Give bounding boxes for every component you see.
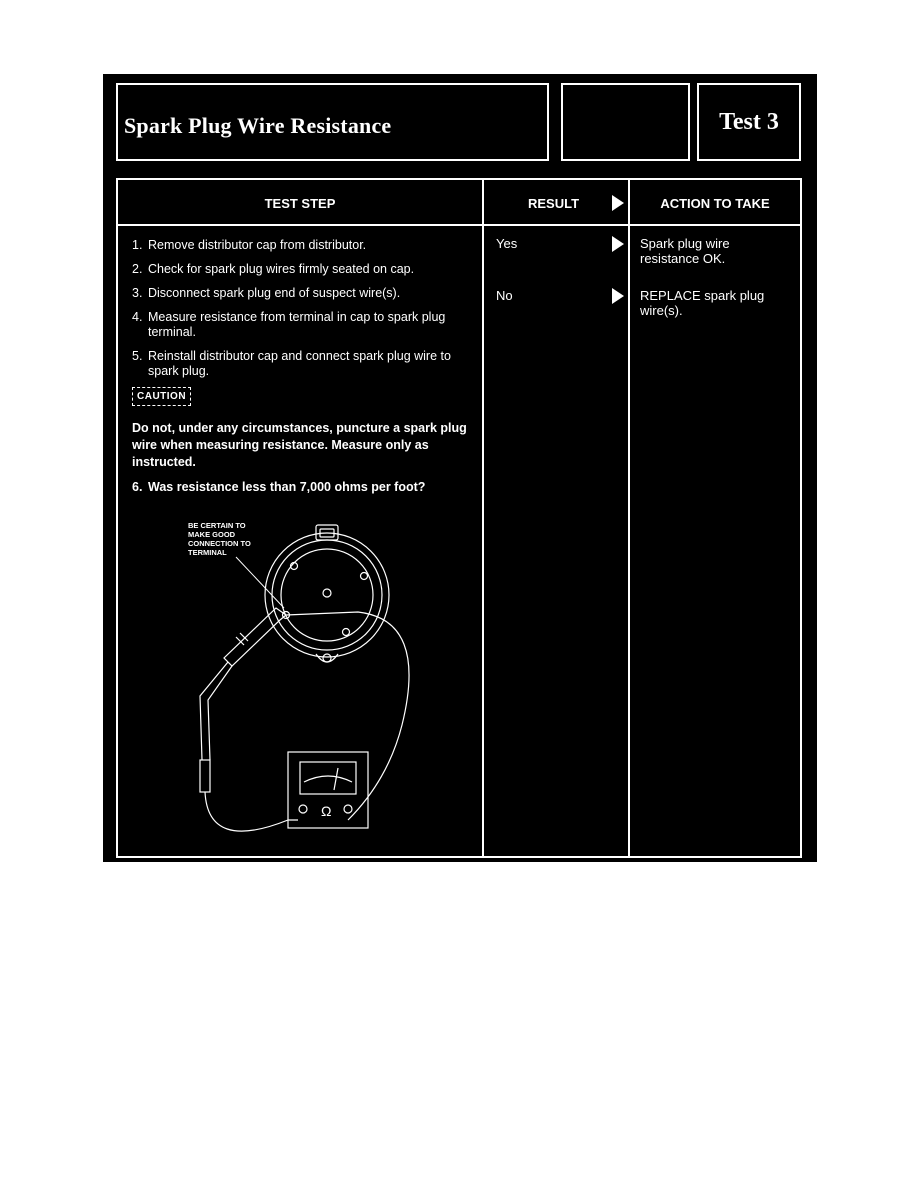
step-text: Check for spark plug wires firmly seated… <box>148 262 415 276</box>
column-header-action: ACTION TO TAKE <box>660 196 770 211</box>
diagram-note: BE CERTAIN TO MAKE GOOD CONNECTION TO TE… <box>188 521 253 557</box>
ohmmeter-diagram: BE CERTAIN TO MAKE GOOD CONNECTION TO TE… <box>188 521 410 832</box>
distributor-cap <box>264 524 390 663</box>
result-yes: Yes <box>496 236 518 251</box>
column-header-test-step: TEST STEP <box>264 196 336 211</box>
column-divider-1 <box>482 180 484 856</box>
caution-label: CAUTION <box>132 387 192 406</box>
step-text: Disconnect spark plug end of suspect wir… <box>148 286 401 300</box>
step-text: Measure resistance from terminal in cap … <box>148 310 446 339</box>
page-title: Spark Plug Wire Resistance <box>124 113 392 138</box>
step-item: 1. Remove distributor cap from distribut… <box>132 238 367 252</box>
probe-leads <box>199 607 410 832</box>
ohm-symbol: Ω <box>321 803 331 819</box>
ohmmeter: Ω <box>287 751 369 829</box>
arrow-icon <box>612 195 624 211</box>
title-box: Spark Plug Wire Resistance <box>116 83 549 161</box>
arrow-icon <box>612 236 624 252</box>
step-item: 3. Disconnect spark plug end of suspect … <box>132 286 401 300</box>
step-item: 5. Reinstall distributor cap and connect… <box>132 349 451 378</box>
test-steps: 1. Remove distributor cap from distribut… <box>132 238 472 504</box>
header-divider <box>118 224 800 226</box>
column-header-result: RESULT <box>528 196 580 211</box>
procedure-panel: Spark Plug Wire Resistance Test 3 TEST S… <box>103 74 817 862</box>
leader-line <box>235 556 285 609</box>
question-text: Was resistance less than 7,000 ohms per … <box>148 480 426 494</box>
test-number: Test 3 <box>719 109 779 135</box>
question-item: 6. Was resistance less than 7,000 ohms p… <box>132 480 426 494</box>
action-no: REPLACE spark plug wire(s). <box>640 288 765 318</box>
test-number-box: Test 3 <box>697 83 801 161</box>
step-text: Reinstall distributor cap and connect sp… <box>148 349 451 378</box>
column-divider-2 <box>628 180 630 856</box>
step-item: 4. Measure resistance from terminal in c… <box>132 310 446 339</box>
result-no: No <box>496 288 513 303</box>
arrow-icon <box>612 288 624 304</box>
step-item: 2. Check for spark plug wires firmly sea… <box>132 262 415 276</box>
caution-text: Do not, under any circumstances, punctur… <box>132 421 467 469</box>
action-yes: Spark plug wire resistance OK. <box>640 236 730 266</box>
step-text: Remove distributor cap from distributor. <box>148 238 367 252</box>
procedure-table: TEST STEP RESULT ACTION TO TAKE 1. Remov… <box>116 178 802 858</box>
blank-box <box>561 83 690 161</box>
